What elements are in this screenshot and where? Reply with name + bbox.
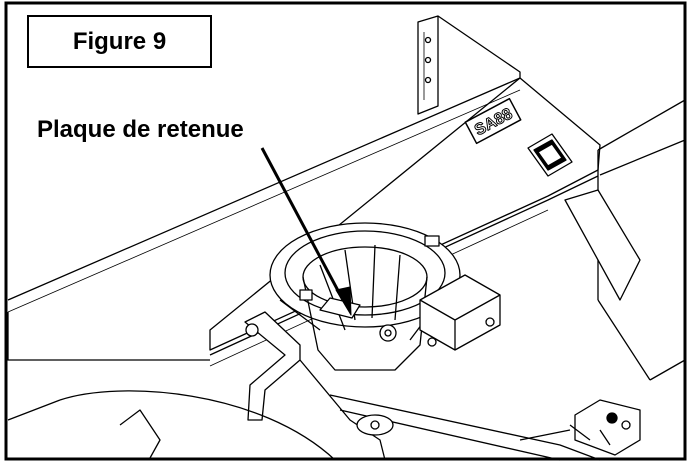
figure-title: Figure 9	[72, 27, 167, 55]
callout-arrow	[260, 147, 352, 316]
back-plate	[417, 15, 439, 115]
callout-label: Plaque de retenue	[37, 116, 244, 143]
motor-box	[419, 274, 501, 351]
hitch-detail	[519, 399, 641, 456]
figure-border	[4, 1, 687, 461]
figure-label-box: Figure 9	[27, 15, 212, 68]
auger-housing	[59, 390, 336, 461]
lift-arm	[244, 311, 601, 461]
latch-handle	[527, 133, 573, 177]
